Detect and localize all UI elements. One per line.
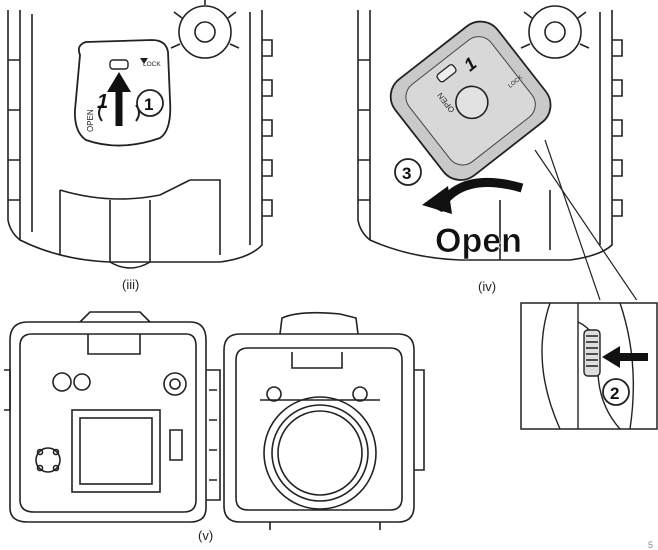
- step-2-number: 2: [610, 384, 619, 403]
- open-label: OPEN: [86, 109, 95, 132]
- caption-v: (v): [198, 528, 214, 543]
- page-number: 5: [648, 540, 654, 550]
- lock-label: LOCK: [143, 61, 161, 68]
- release-button-closeup: 2: [520, 302, 658, 430]
- figure-v: [0, 310, 520, 530]
- step-3-number: 3: [402, 164, 411, 183]
- open-number: 1: [97, 91, 108, 113]
- step-1-number: 1: [144, 95, 153, 114]
- figure-iii: LOCK 1 OPEN 1: [0, 0, 300, 280]
- figure-iv: LOCK 1 OPEN 3 Open: [350, 0, 658, 300]
- release-button-inset: 2: [520, 302, 658, 430]
- housing-open-illustration: [4, 311, 425, 530]
- open-action-label: Open: [435, 222, 522, 260]
- housing-side-lock-illustration: LOCK 1 OPEN 1: [7, 0, 273, 269]
- caption-iv: (iv): [478, 279, 497, 294]
- housing-side-open-illustration: LOCK 1 OPEN 3 Open: [357, 5, 638, 300]
- caption-iii: (iii): [122, 277, 140, 292]
